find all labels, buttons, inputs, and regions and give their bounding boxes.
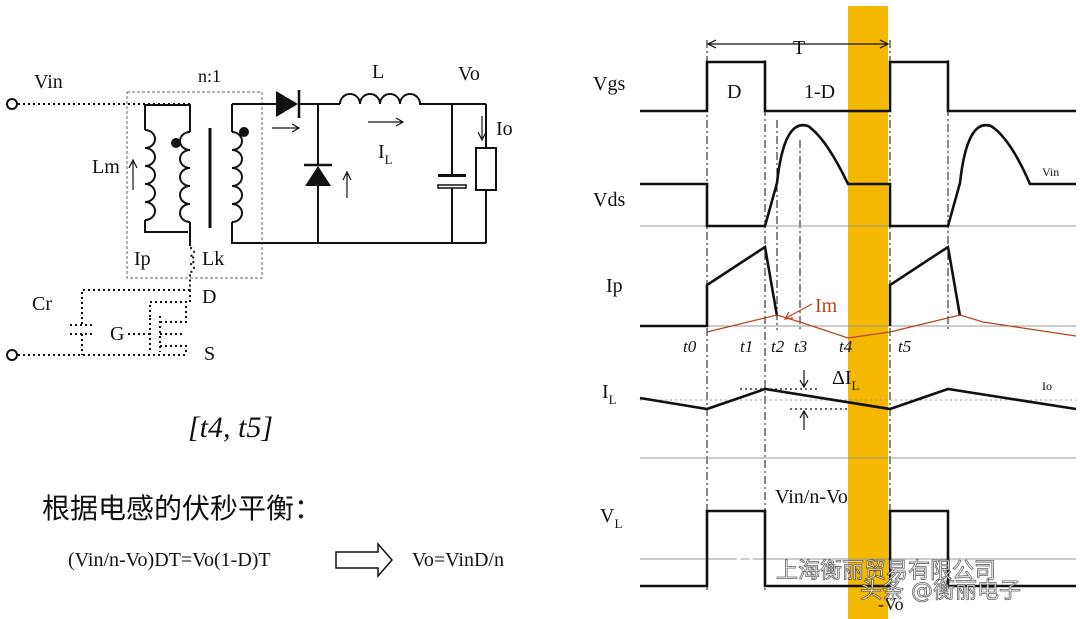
d-label: D [202, 286, 216, 308]
ip-wave-label: Ip [606, 275, 623, 297]
delta-il-arrow-down [799, 370, 809, 389]
flyback-circuit: Vin n:1 Lm Ip Lk [6, 61, 513, 365]
io-arrow [477, 116, 487, 142]
s-label: S [204, 343, 215, 365]
vo-label: Vo [458, 63, 480, 85]
io-small-label: Io [1042, 379, 1052, 393]
time-label-t2: t2 [771, 337, 785, 356]
il-arrow [368, 117, 405, 127]
implies-arrow [335, 542, 393, 578]
interval-label: [t4, t5] [188, 411, 273, 444]
mosfet [149, 302, 187, 355]
il-wave [639, 387, 1077, 411]
vl-low-label: -Vo [878, 594, 904, 614]
lm-label: Lm [92, 156, 120, 178]
ratio-label: n:1 [198, 66, 221, 86]
im-wave [706, 314, 1077, 339]
vgs-label: Vgs [593, 73, 625, 95]
im-pointer [783, 303, 813, 320]
freewheel-diode [305, 166, 331, 186]
delta-il-arrow-up [799, 409, 809, 430]
time-label-t1: t1 [740, 337, 753, 356]
primary-dot [171, 138, 181, 148]
time-label-t4: t4 [839, 337, 853, 356]
gnd-terminal [6, 349, 18, 361]
lk-label: Lk [202, 248, 224, 270]
vl-wave-label: VL [600, 505, 622, 531]
output-diode [276, 91, 298, 117]
balance-title: 根据电感的伏秒平衡： [42, 492, 322, 525]
g-label: G [110, 323, 124, 345]
output-inductor [339, 93, 486, 105]
duty-label: D [727, 81, 741, 103]
ip-wave [640, 244, 962, 328]
wechat-icon [733, 556, 757, 580]
vin-terminal [6, 98, 18, 110]
secondary-coil [231, 131, 243, 223]
time-label-t0: t0 [683, 337, 697, 356]
vl-high-label: Vin/n-Vo [775, 486, 848, 508]
transformer-box [126, 91, 263, 279]
il-wave-label: IL [602, 381, 617, 407]
il-label: IL [378, 141, 393, 167]
freewheel-arrow [342, 170, 352, 198]
im-label: Im [815, 295, 838, 317]
cr-label: Cr [32, 293, 52, 315]
equation-left: (Vin/n-Vo)DT=Vo(1-D)T [68, 549, 271, 571]
waveform-panel: T Vgs D 1-D Vds Vin Ip Im t0 t1 t2 t3 t4… [593, 6, 1077, 619]
io-label: Io [496, 118, 513, 140]
vin-label: Vin [34, 71, 63, 93]
t4-t5-highlight [848, 6, 888, 619]
vds-label: Vds [593, 189, 625, 211]
time-label-t5: t5 [898, 337, 911, 356]
diode-current-arrow [272, 123, 301, 133]
lm-coil [144, 129, 156, 221]
inductor-label: L [372, 61, 384, 83]
watermark-top: 上海衡丽贸易有限公司 [776, 559, 996, 584]
output-capacitor-bottom [437, 184, 467, 189]
vds-wave [640, 123, 1076, 228]
one-minus-d-label: 1-D [804, 81, 835, 103]
watermark-bottom: 头条 @衡丽电子 [860, 579, 1021, 604]
equation-right: Vo=VinD/n [412, 549, 504, 571]
load-resistor [475, 147, 497, 191]
vl-wave [640, 509, 1076, 588]
output-capacitor-top [438, 174, 466, 177]
lm-arrow [128, 158, 138, 190]
watermark: 上海衡丽贸易有限公司 头条 @衡丽电子 [733, 556, 1021, 604]
vgs-wave [640, 60, 1076, 113]
cr-capacitor [70, 324, 94, 335]
period-label: T [793, 37, 805, 59]
ip-label: Ip [134, 248, 151, 270]
delta-il-label: ΔIL [832, 367, 860, 393]
period-arrow [706, 39, 890, 49]
primary-coil [179, 131, 191, 223]
secondary-dot [239, 127, 249, 137]
vds-vin-label: Vin [1042, 165, 1059, 179]
lk-coil [189, 247, 195, 290]
time-label-t3: t3 [794, 337, 807, 356]
